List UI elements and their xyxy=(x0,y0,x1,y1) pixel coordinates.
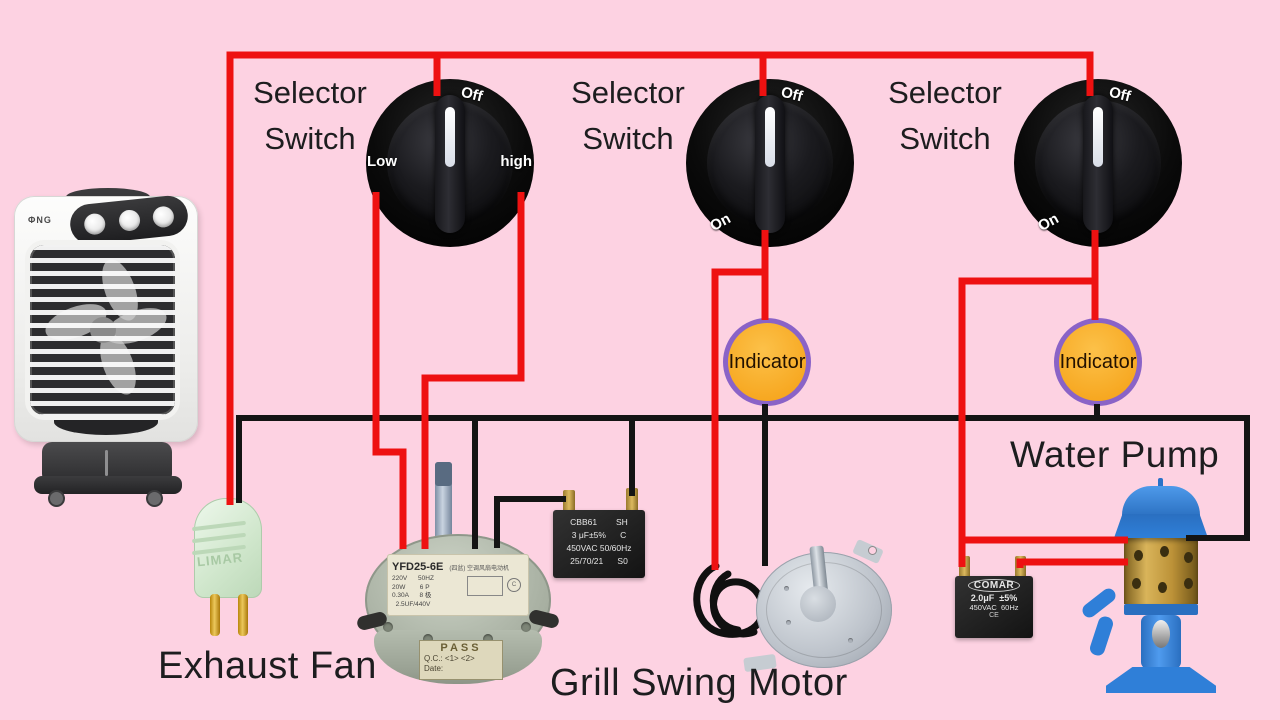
cooler-caster-wheel xyxy=(146,490,163,507)
pump-outlet-spout xyxy=(1079,585,1119,621)
capacitor-terminal xyxy=(959,556,970,578)
plug-pin xyxy=(238,594,248,636)
indicator2-label: Indicator xyxy=(1059,350,1137,373)
water-pump-image xyxy=(1078,478,1253,693)
selector-switch-knob-3: Off On xyxy=(1014,79,1182,247)
indicator-lamp-1: Indicator xyxy=(723,318,811,406)
capacitor-terminal xyxy=(1015,556,1026,578)
pump-base xyxy=(1106,667,1216,693)
motor-model-text: YFD25-6E xyxy=(392,561,444,573)
switch1-high-mark: high xyxy=(500,153,532,170)
power-plug-image: LIMAR xyxy=(186,496,270,638)
motor-qc-sticker: PASS Q.C.: <1> <2> Date: xyxy=(419,640,503,680)
indicator1-label: Indicator xyxy=(728,350,806,373)
cooler-fan-grill xyxy=(30,245,175,415)
cbb61-capacitor: CBB61 SH 3 μF±5% C 450VAC 50/60Hz 25/70/… xyxy=(553,486,645,580)
wire-switch2-to-swing-motor xyxy=(711,268,765,570)
cooler-knob-icon xyxy=(152,204,176,228)
plug-pin xyxy=(210,594,220,636)
indicator-lamp-2: Indicator xyxy=(1054,318,1142,406)
cooler-caster-wheel xyxy=(48,490,65,507)
cooler-vent-slot xyxy=(54,420,158,435)
cooler-base-skirt xyxy=(34,476,182,494)
switch1-low-mark: Low xyxy=(367,153,397,170)
grill-swing-motor-label: Grill Swing Motor xyxy=(550,662,848,704)
water-pump-label: Water Pump xyxy=(1010,434,1220,475)
cooler-knob-icon xyxy=(82,212,106,236)
pump-cap xyxy=(1122,486,1200,518)
motor-nameplate: YFD25-6E(四盆) 空调风扇电动机 220V 50HZ 20W 6 P 0… xyxy=(387,554,529,616)
air-cooler-image: ΦNG xyxy=(12,188,202,510)
capacitor-terminal xyxy=(626,488,638,512)
grill-swing-motor-image xyxy=(688,538,893,673)
comar-brand-text: COMAR xyxy=(967,579,1021,592)
selector-switch-knob-2: Off On xyxy=(686,79,854,247)
exhaust-fan-label: Exhaust Fan xyxy=(158,645,377,687)
cooler-brand-logo: ΦNG xyxy=(28,215,52,225)
comar-capacitor: COMAR 2.0μF ±5% 450VAC 60Hz CE xyxy=(955,554,1033,638)
selector-switch-knob-1: Off Low high xyxy=(366,79,534,247)
cooler-knob-icon xyxy=(117,208,141,232)
exhaust-fan-motor-image: YFD25-6E(四盆) 空调风扇电动机 220V 50HZ 20W 6 P 0… xyxy=(355,462,561,684)
